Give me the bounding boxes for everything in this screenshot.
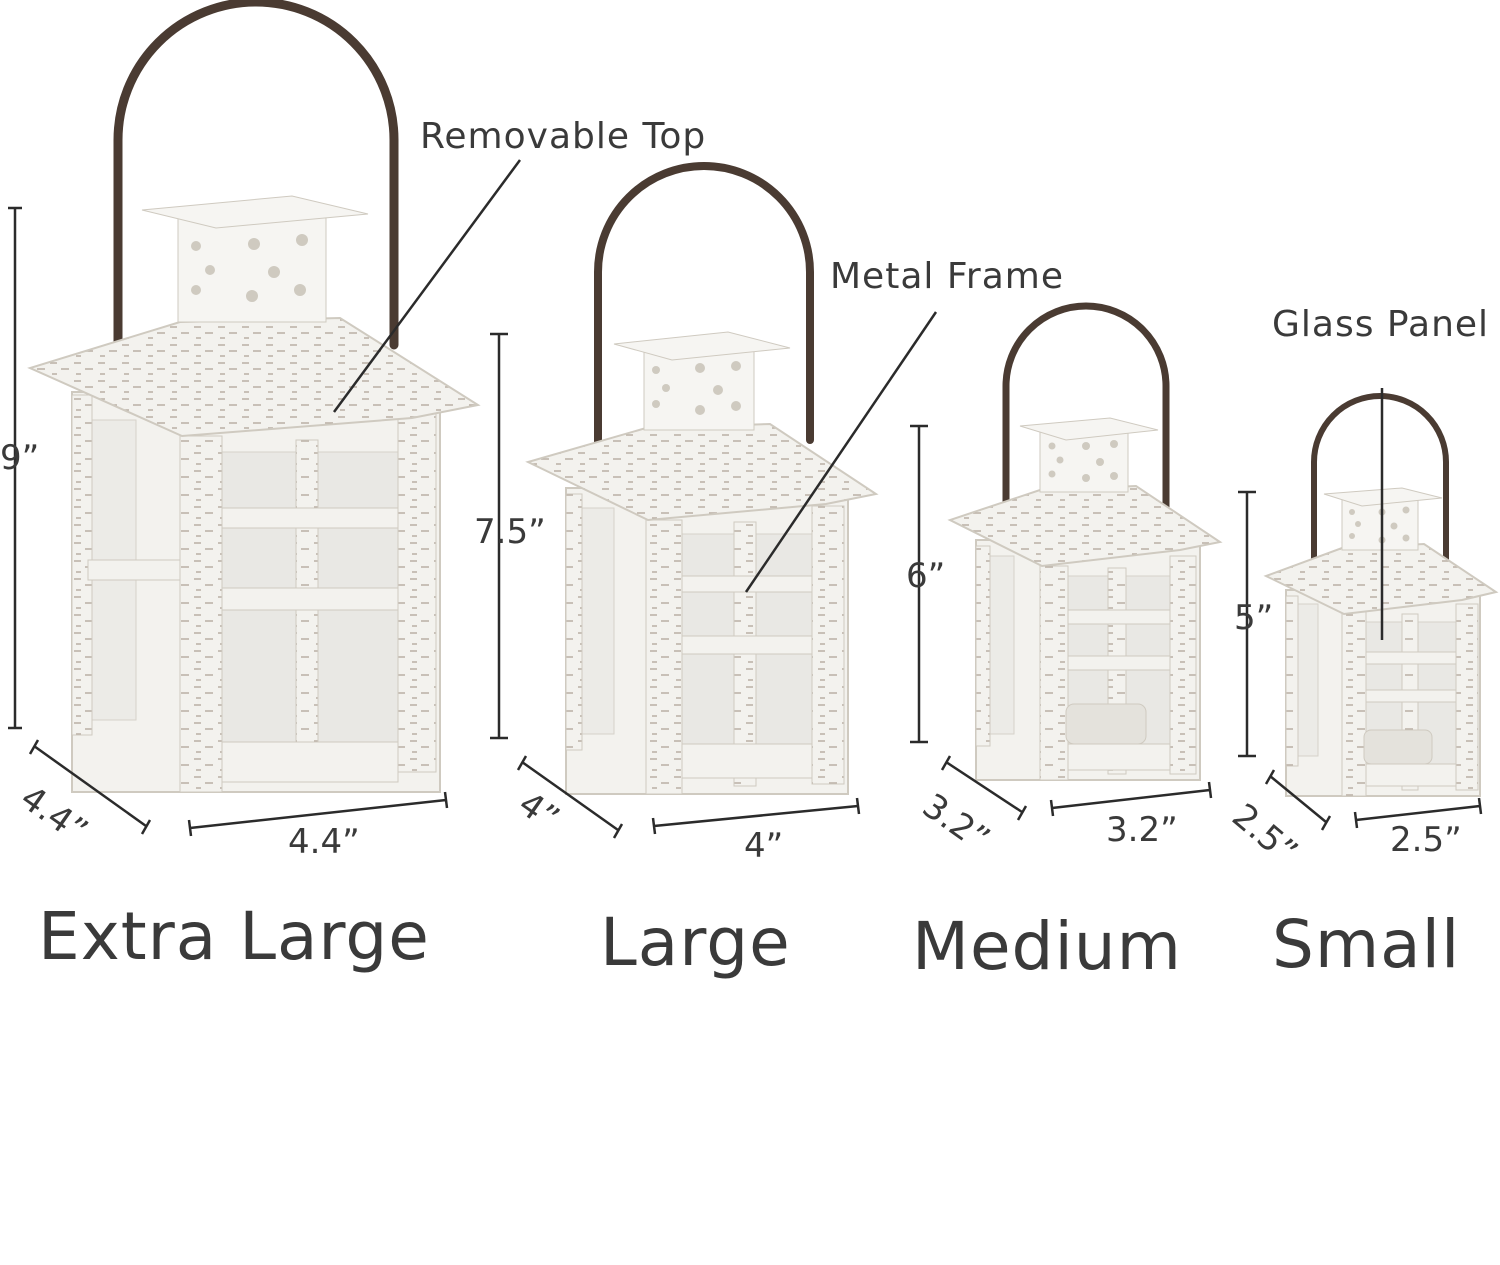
chimney <box>1039 429 1129 493</box>
vent-holes <box>1349 506 1410 544</box>
lantern-large <box>525 162 879 795</box>
frame-bar <box>1341 611 1367 797</box>
frame-bar <box>1169 555 1197 775</box>
frame-bar <box>1067 609 1171 625</box>
frame-bar <box>1455 603 1479 791</box>
dimension-width-medium: 3.2” <box>1106 810 1178 850</box>
frame-bar <box>1039 565 1069 781</box>
vent-holes <box>191 234 308 302</box>
lantern-roof <box>27 316 481 438</box>
frame-bar <box>221 587 399 611</box>
frame-bar <box>87 559 181 581</box>
frame-bar <box>221 507 399 529</box>
callout-metal-frame: Metal Frame <box>830 256 1064 297</box>
frame-bar <box>681 743 813 779</box>
lantern-medium <box>947 302 1223 781</box>
dimension-width-extra-large: 4.4” <box>288 822 360 862</box>
frame-bar <box>1067 743 1171 771</box>
candle <box>1065 703 1147 745</box>
vent-holes <box>1048 440 1118 482</box>
handle <box>113 0 399 380</box>
chimney-cap <box>141 195 369 229</box>
leader-line-removable-top <box>332 159 522 413</box>
frame-bar <box>681 635 813 655</box>
frame-bar <box>1365 689 1457 703</box>
vent-holes <box>652 361 741 415</box>
frame-bar <box>397 411 437 773</box>
frame-bar <box>179 435 223 793</box>
size-name-large: Large <box>600 904 791 981</box>
dimension-width-small: 2.5” <box>1390 820 1462 860</box>
frame-bar <box>1365 651 1457 665</box>
frame-bar <box>811 505 845 785</box>
dimension-height-small: 5” <box>1234 598 1274 638</box>
handle <box>1002 302 1170 528</box>
dimension-height-extra-large: 9” <box>0 438 40 478</box>
frame-bar <box>645 519 683 795</box>
lantern-roof <box>947 484 1223 568</box>
dimension-width-large: 4” <box>744 826 784 866</box>
leader-line-metal-frame <box>744 311 938 593</box>
size-name-medium: Medium <box>912 908 1182 985</box>
frame-bar <box>221 741 399 783</box>
frame-bar <box>565 493 583 751</box>
callout-glass-panel: Glass Panel <box>1272 304 1490 345</box>
chimney <box>177 217 327 323</box>
glass-pane <box>985 555 1015 735</box>
frame-bar <box>1067 655 1171 671</box>
lantern-roof <box>525 422 879 522</box>
callout-removable-top: Removable Top <box>420 116 707 157</box>
glass-pane <box>577 507 615 735</box>
dimension-height-large: 7.5” <box>474 512 546 552</box>
chimney-cap <box>1019 417 1159 441</box>
candle <box>1363 729 1433 765</box>
size-name-extra-large: Extra Large <box>38 898 430 975</box>
handle <box>1311 393 1449 579</box>
handle <box>594 162 814 472</box>
frame-bar <box>1365 763 1457 787</box>
lantern-extra-large <box>27 0 481 793</box>
chimney-cap <box>613 331 791 361</box>
dimension-lines <box>8 206 1483 839</box>
frame-bar <box>975 545 991 747</box>
dimension-height-medium: 6” <box>906 556 946 596</box>
frame-bar <box>1285 595 1299 767</box>
size-name-small: Small <box>1272 906 1461 983</box>
